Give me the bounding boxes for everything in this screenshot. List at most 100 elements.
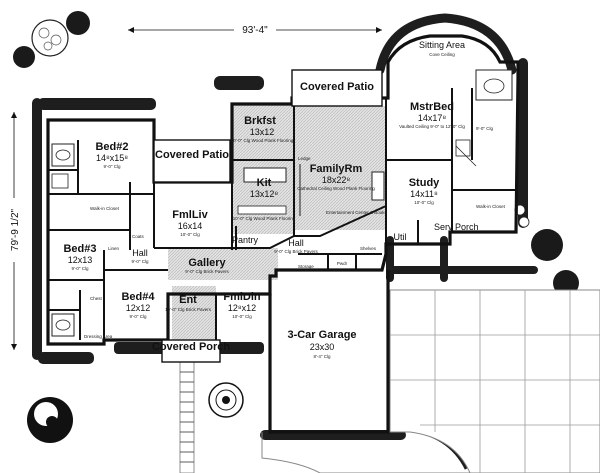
room-pantry: Pantry <box>232 235 259 245</box>
room-familyrm: FamilyRm 18x22⁸ Cathedral Ceiling Wood P… <box>297 163 375 191</box>
room-util: Util <box>394 232 407 242</box>
front-walkway <box>179 361 195 473</box>
hall-center-note: 9'-0" Clg Brick Pavers <box>274 249 318 254</box>
kit-note: 10'-0" Clg Wood Plank Flooring <box>233 216 296 221</box>
ledge-label: Ledge <box>298 156 311 161</box>
hall-left-name: Hall <box>132 248 148 258</box>
bed4-name: Bed#4 <box>121 291 155 303</box>
room-covered-patio-top: Covered Patio <box>300 81 374 93</box>
room-hall-left: Hall 9'-0" Clg <box>132 248 149 264</box>
linen-label: Linen <box>108 246 120 251</box>
ent-note: 10'-0" Clg Brick Pavers <box>165 307 212 312</box>
fmlliv-dim: 16x14 <box>178 221 203 231</box>
kitchen-fixtures <box>237 164 385 216</box>
room-mstrbed: MstrBed 14x17⁸ Vaulted Ceiling 9'-0" to … <box>399 101 465 129</box>
fmldin-note: 10'-0" Clg <box>232 314 252 319</box>
mstrbed-name: MstrBed <box>410 101 454 113</box>
covered-patio-left-name: Covered Patio <box>155 149 229 161</box>
hall-left-note: 9'-0" Clg <box>132 259 149 264</box>
bath-left-fixtures <box>51 143 75 337</box>
overall-width-dimension: 93'-4" <box>128 23 382 36</box>
room-brkfst: Brkfst 13x12 10'-0" Clg Wood Plank Floor… <box>231 115 294 143</box>
coats-label: Coats <box>132 234 145 239</box>
shelves-label: Shelves <box>360 246 377 251</box>
room-bed2: Bed#2 14⁸x15⁸ 9'-0" Clg <box>95 141 128 169</box>
room-fmlliv: FmlLiv 16x14 10'-0" Clg <box>172 209 208 237</box>
room-covered-patio-left: Covered Patio <box>155 149 229 161</box>
room-covered-porch: Covered Porch <box>152 341 231 353</box>
covered-porch-name: Covered Porch <box>152 341 231 353</box>
util-name: Util <box>394 232 407 242</box>
room-bed3: Bed#3 12x13 9'-0" Clg <box>63 243 96 271</box>
shrubs-right <box>214 13 579 296</box>
room-labels: Bed#2 14⁸x15⁸ 9'-0" Clg Covered Patio Co… <box>63 40 478 359</box>
driveway <box>261 289 600 473</box>
bath-note-label: 9'-0" Clg <box>476 126 493 131</box>
interior-walls <box>48 88 516 344</box>
room-fmldin: FmlDin 12⁸x12 10'-0" Clg <box>223 291 261 319</box>
room-study: Study 14x11⁸ 10'-0" Clg <box>409 177 440 205</box>
overall-width-label: 93'-4" <box>242 25 268 36</box>
walk-in-closet-label-right: Walk-in Closet <box>476 204 506 209</box>
study-dim: 14x11⁸ <box>410 189 438 199</box>
sitting-name: Sitting Area <box>419 40 465 50</box>
sitting-note: Cove Ceiling <box>429 52 455 57</box>
gallery-note: 9'-0" Clg Brick Pavers <box>185 269 229 274</box>
familyrm-name: FamilyRm <box>310 163 363 175</box>
hall-center-name: Hall <box>288 238 304 248</box>
fmlliv-name: FmlLiv <box>172 209 208 221</box>
entertainment-label: Entertainment Center & Books <box>326 210 388 215</box>
shrubs-left <box>32 98 156 364</box>
garage-name: 3-Car Garage <box>287 329 356 341</box>
mstrbed-dim: 14x17⁸ <box>418 113 447 123</box>
storage-label: Storage <box>298 264 314 269</box>
room-garage: 3-Car Garage 23x30 8'-4" Clg <box>287 329 356 359</box>
serv-porch-name: Serv Porch <box>434 222 479 232</box>
familyrm-note: Cathedral Ceiling Wood Plank Flooring <box>297 186 375 191</box>
room-bed4: Bed#4 12x12 9'-0" Clg <box>121 291 155 319</box>
room-gallery: Gallery 9'-0" Clg Brick Pavers <box>185 257 229 274</box>
kit-dim: 13x12⁸ <box>250 189 279 199</box>
room-sitting: Sitting Area Cove Ceiling <box>419 40 465 57</box>
room-hall-center: Hall 9'-0" Clg Brick Pavers <box>274 238 318 254</box>
chest-label: Chest <box>90 296 103 301</box>
fixtures <box>51 69 513 337</box>
tree-top-left <box>13 11 90 68</box>
landscaping <box>13 11 579 470</box>
fmlliv-note: 10'-0" Clg <box>180 232 200 237</box>
bed4-note: 9'-0" Clg <box>130 314 147 319</box>
mstrbed-note: Vaulted Ceiling 9'-0" to 12'-0" Clg <box>399 124 465 129</box>
familyrm-dim: 18x22⁸ <box>322 175 351 185</box>
brkfst-note: 10'-0" Clg Wood Plank Flooring <box>231 138 294 143</box>
room-ent: Ent 10'-0" Clg Brick Pavers <box>165 294 212 312</box>
garage-dim: 23x30 <box>310 342 335 352</box>
walk-in-closet-label-left: Walk-in Closet <box>90 206 120 211</box>
room-serv-porch: Serv Porch <box>434 222 479 232</box>
pantry-name: Pantry <box>232 235 259 245</box>
study-name: Study <box>409 177 440 189</box>
gallery-name: Gallery <box>188 257 226 269</box>
dressing-area-label: Dressing Area <box>84 334 113 339</box>
overall-depth-dimension: 79'-9 1/2" <box>8 112 21 350</box>
bed2-dim: 14⁸x15⁸ <box>96 153 128 163</box>
tree-bottom-left <box>27 397 73 443</box>
bed3-name: Bed#3 <box>63 243 96 255</box>
fmldin-name: FmlDin <box>223 291 261 303</box>
small-labels: Walk-in Closet Chest Linen Coats Shelves… <box>84 126 506 339</box>
bed2-name: Bed#2 <box>95 141 128 153</box>
tree-bottom-mid <box>208 382 244 418</box>
bed3-dim: 12x13 <box>68 255 93 265</box>
room-kit: Kit 13x12⁸ 10'-0" Clg Wood Plank Floorin… <box>233 177 296 221</box>
brkfst-dim: 13x12 <box>250 127 275 137</box>
ent-name: Ent <box>179 294 197 306</box>
covered-patio-top-name: Covered Patio <box>300 81 374 93</box>
brkfst-name: Brkfst <box>244 115 276 127</box>
overall-depth-label: 79'-9 1/2" <box>10 208 21 251</box>
bed2-note: 9'-0" Clg <box>104 164 121 169</box>
fmldin-dim: 12⁸x12 <box>228 303 256 313</box>
patio-slabs <box>153 69 383 363</box>
master-bath-fixtures <box>455 69 513 167</box>
pwdr-name: Pwdr <box>337 261 348 266</box>
garage-note: 8'-4" Clg <box>314 354 331 359</box>
kit-name: Kit <box>257 177 272 189</box>
